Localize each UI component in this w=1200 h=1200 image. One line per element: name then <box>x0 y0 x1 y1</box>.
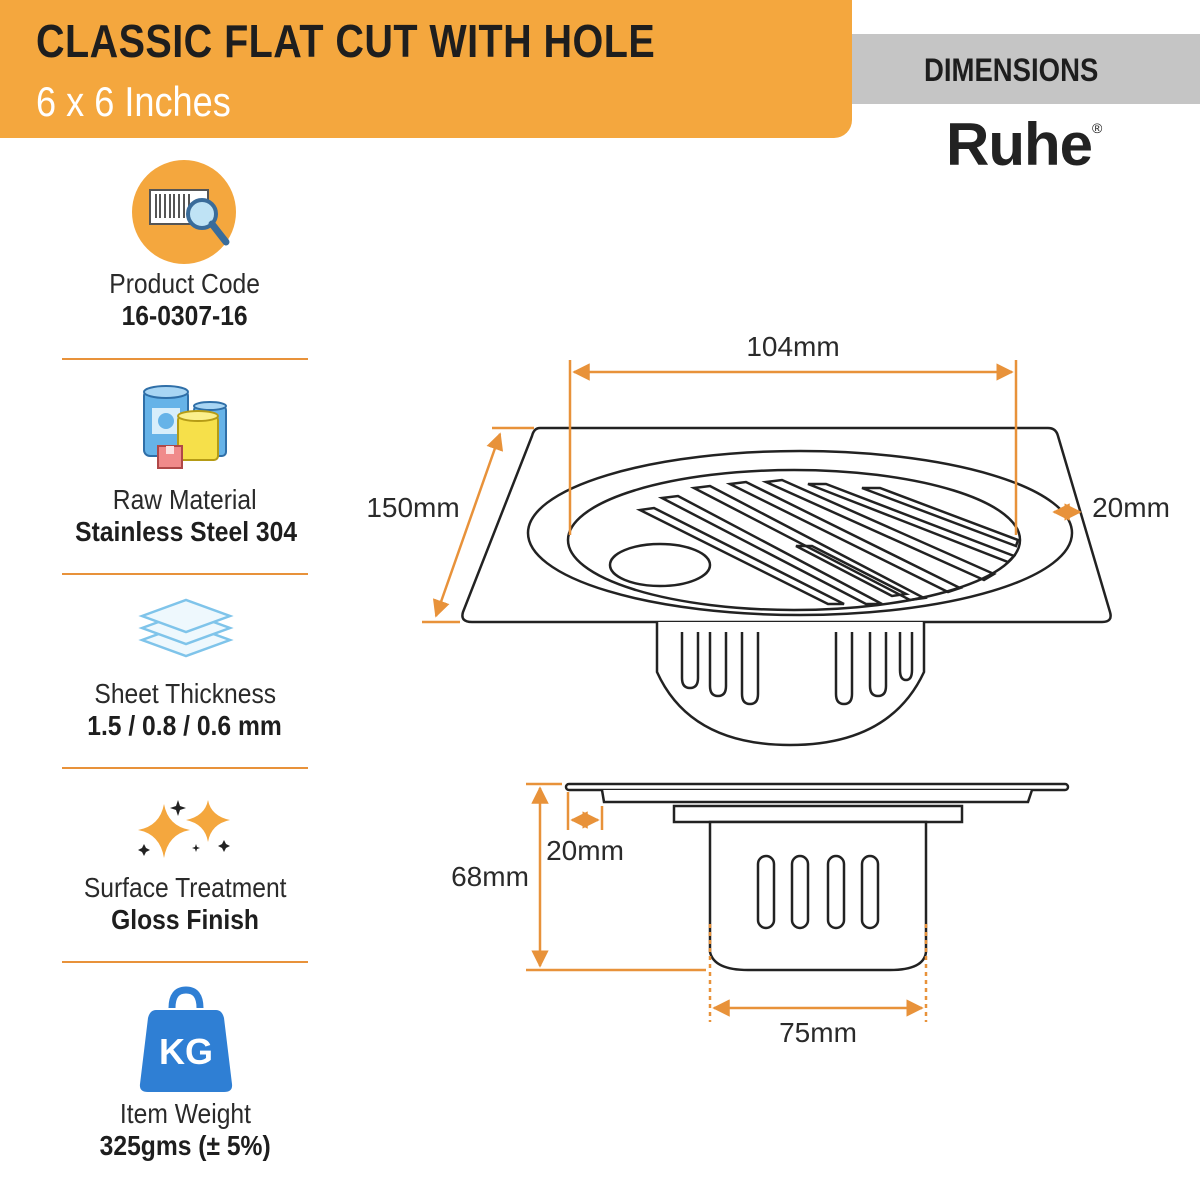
top-view <box>461 426 1112 747</box>
sparkle-icon <box>134 796 238 871</box>
kg-icon-text: KG <box>159 1031 213 1072</box>
product-title: CLASSIC FLAT CUT WITH HOLE <box>36 15 656 67</box>
spec-label: Item Weight <box>119 1098 251 1129</box>
strainer-body <box>655 622 926 747</box>
brand-logo: Ruhe® <box>946 110 1102 179</box>
side-slots <box>756 854 880 930</box>
spec-divider <box>62 767 308 769</box>
kg-weight-icon: KG <box>138 986 234 1101</box>
side-strainer <box>708 820 928 972</box>
sheet-layers-icon <box>136 596 236 671</box>
spec-raw-material: Raw Material Stainless Steel 304 <box>60 484 310 548</box>
side-plate <box>564 782 1070 792</box>
spec-label: Sheet Thickness <box>94 678 276 709</box>
side-dimensions <box>526 782 928 1022</box>
side-flange <box>600 789 1034 804</box>
title-banner: CLASSIC FLAT CUT WITH HOLE 6 x 6 Inches <box>0 0 852 138</box>
drain-hole <box>608 542 712 588</box>
material-drums-icon <box>136 382 232 477</box>
product-size: 6 x 6 Inches <box>36 78 231 125</box>
brand-name: Ruhe <box>946 111 1093 178</box>
plate-size-line <box>432 432 504 618</box>
plate-size-label: 150mm <box>366 492 459 523</box>
grate-bars <box>635 478 1020 606</box>
spec-divider <box>62 358 308 360</box>
spec-value: 325gms (± 5%) <box>99 1130 271 1161</box>
spec-surface-treatment: Surface Treatment Gloss Finish <box>60 872 310 936</box>
dimensions-label: DIMENSIONS <box>924 52 1099 88</box>
registered-mark: ® <box>1092 120 1102 136</box>
grate-width-label: 104mm <box>746 331 839 362</box>
strainer-slots <box>680 632 914 706</box>
spec-label: Surface Treatment <box>83 872 287 903</box>
rim-width-label: 20mm <box>1092 492 1170 523</box>
side-view <box>564 782 1070 972</box>
spec-value: 16-0307-16 <box>121 300 249 331</box>
spec-value: Stainless Steel 304 <box>75 516 298 547</box>
barcode-search-icon <box>132 160 242 275</box>
flange-label: 20mm <box>546 835 624 866</box>
spec-sheet-thickness: Sheet Thickness 1.5 / 0.8 / 0.6 mm <box>60 678 310 742</box>
spec-divider <box>62 573 308 575</box>
side-collar <box>672 804 964 824</box>
spec-value: 1.5 / 0.8 / 0.6 mm <box>87 710 283 741</box>
height-label: 68mm <box>451 861 529 892</box>
body-width-label: 75mm <box>779 1017 857 1048</box>
spec-product-code: Product Code 16-0307-16 <box>60 268 310 332</box>
spec-value: Gloss Finish <box>111 904 259 935</box>
spec-item-weight: Item Weight 325gms (± 5%) <box>60 1098 310 1162</box>
dimensions-header: DIMENSIONS <box>852 34 1200 104</box>
top-dimensions <box>422 360 1082 624</box>
spec-divider <box>62 961 308 963</box>
spec-label: Raw Material <box>113 484 257 515</box>
spec-label: Product Code <box>109 268 261 299</box>
